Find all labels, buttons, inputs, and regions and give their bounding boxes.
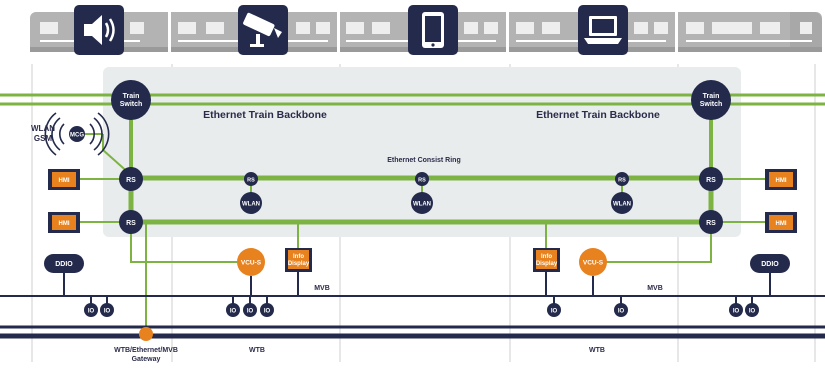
ddio-node: DDIO xyxy=(44,254,84,273)
svg-text:Display: Display xyxy=(536,261,558,267)
wlan-label: WLAN xyxy=(31,124,55,133)
mcg-node: MCG xyxy=(44,112,110,156)
svg-text:HMI: HMI xyxy=(776,178,787,184)
hmi-box: HMI xyxy=(765,212,797,233)
buses xyxy=(0,270,825,339)
gateway-label-line1: WTB/Ethernet/MVB xyxy=(114,347,178,354)
wtb-label-left: WTB xyxy=(249,347,265,354)
rs-node: RS xyxy=(415,172,429,186)
backbone-label-right: Ethernet Train Backbone xyxy=(536,109,660,121)
svg-text:RS: RS xyxy=(126,177,136,184)
svg-text:HMI: HMI xyxy=(59,221,70,227)
svg-text:Train: Train xyxy=(123,93,140,100)
rs-node: RS xyxy=(119,167,143,191)
rs-node: RS xyxy=(615,172,629,186)
train-switch-left: Train Switch xyxy=(111,80,151,120)
svg-text:IO: IO xyxy=(230,309,237,315)
speaker-icon xyxy=(74,5,124,55)
svg-text:IO: IO xyxy=(247,309,254,315)
svg-text:Train: Train xyxy=(703,93,720,100)
svg-text:WLAN: WLAN xyxy=(413,202,431,208)
gateway-node xyxy=(139,327,153,341)
rs-node: RS xyxy=(244,172,258,186)
svg-text:MCG: MCG xyxy=(70,133,84,139)
gsm-label: GSM xyxy=(34,134,53,143)
train-banner xyxy=(30,5,822,55)
svg-text:RS: RS xyxy=(706,177,716,184)
io-node: IO xyxy=(100,303,114,317)
mvb-label-right: MVB xyxy=(647,285,663,292)
wlan-node: WLAN xyxy=(611,192,633,214)
svg-text:VCU-S: VCU-S xyxy=(583,260,604,267)
svg-text:IO: IO xyxy=(618,309,625,315)
svg-text:Info: Info xyxy=(541,254,552,260)
io-node: IO xyxy=(84,303,98,317)
svg-text:IO: IO xyxy=(551,309,558,315)
svg-text:IO: IO xyxy=(88,309,95,315)
svg-text:Switch: Switch xyxy=(120,101,143,108)
wlan-node: WLAN xyxy=(411,192,433,214)
rs-node: RS xyxy=(119,210,143,234)
vcu-node: VCU-S xyxy=(579,248,607,276)
io-node: IO xyxy=(547,303,561,317)
rs-node: RS xyxy=(699,210,723,234)
io-node: IO xyxy=(745,303,759,317)
cctv-camera-icon xyxy=(238,5,288,55)
backbone-label-left: Ethernet Train Backbone xyxy=(203,109,327,121)
svg-text:Display: Display xyxy=(288,261,310,267)
svg-text:IO: IO xyxy=(733,309,740,315)
laptop-icon xyxy=(578,5,628,55)
svg-text:WLAN: WLAN xyxy=(613,202,631,208)
svg-text:IO: IO xyxy=(104,309,111,315)
hmi-box: HMI xyxy=(48,212,80,233)
svg-text:IO: IO xyxy=(264,309,271,315)
io-node: IO xyxy=(260,303,274,317)
svg-text:WLAN: WLAN xyxy=(242,202,260,208)
svg-text:VCU-S: VCU-S xyxy=(241,260,262,267)
svg-text:RS: RS xyxy=(247,178,255,184)
io-node: IO xyxy=(243,303,257,317)
smartphone-icon xyxy=(408,5,458,55)
svg-text:RS: RS xyxy=(618,178,626,184)
io-node: IO xyxy=(729,303,743,317)
gateway-label-line2: Gateway xyxy=(132,356,161,363)
mvb-label-left: MVB xyxy=(314,285,330,292)
io-node: IO xyxy=(614,303,628,317)
rs-node: RS xyxy=(699,167,723,191)
vcu-node: VCU-S xyxy=(237,248,265,276)
svg-text:Info: Info xyxy=(293,254,304,260)
svg-text:DDIO: DDIO xyxy=(761,261,779,268)
svg-text:DDIO: DDIO xyxy=(55,261,73,268)
svg-text:IO: IO xyxy=(749,309,756,315)
svg-text:RS: RS xyxy=(126,220,136,227)
hmi-box: HMI xyxy=(48,169,80,190)
svg-text:HMI: HMI xyxy=(59,178,70,184)
wireless-signal-icon xyxy=(44,112,110,156)
wtb-label-right: WTB xyxy=(589,347,605,354)
hmi-box: HMI xyxy=(765,169,797,190)
consist-ring-label: Ethernet Consist Ring xyxy=(387,157,461,164)
train-switch-right: Train Switch xyxy=(691,80,731,120)
wlan-node: WLAN xyxy=(240,192,262,214)
backbone-panel xyxy=(103,67,741,237)
svg-text:RS: RS xyxy=(418,178,426,184)
svg-text:HMI: HMI xyxy=(776,221,787,227)
svg-text:RS: RS xyxy=(706,220,716,227)
io-node: IO xyxy=(226,303,240,317)
ddio-node: DDIO xyxy=(750,254,790,273)
svg-text:Switch: Switch xyxy=(700,101,723,108)
